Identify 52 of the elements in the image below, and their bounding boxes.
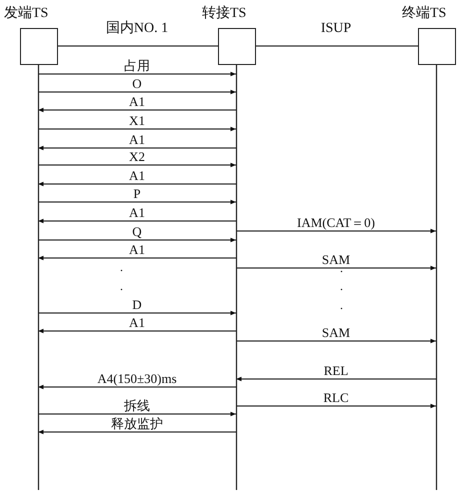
connection-line xyxy=(56,45,218,47)
edge-label: A4(150±30)ms xyxy=(95,372,179,386)
edge-label: 释放监护 xyxy=(109,417,165,431)
edge-label: IAM(CAT＝0) xyxy=(295,216,377,230)
edge-label: O xyxy=(130,77,144,91)
edge-label: Q xyxy=(130,225,144,239)
arrow xyxy=(38,384,236,390)
arrow xyxy=(38,310,236,316)
participant-label: 转接TS xyxy=(202,6,246,22)
arrow xyxy=(38,72,236,76)
participant-label: 发端TS xyxy=(4,6,48,22)
ellipsis-dot: . xyxy=(120,261,123,273)
edge-label: D xyxy=(130,298,144,312)
edge-label: RLC xyxy=(321,391,351,405)
edge-label: 占用 xyxy=(122,59,152,73)
participant-label: 终端TS xyxy=(402,6,446,22)
ellipsis-dot: . xyxy=(120,280,123,292)
ellipsis-dot: . xyxy=(340,262,343,274)
ellipsis-dot: . xyxy=(340,299,343,311)
ellipsis-dot: . xyxy=(340,280,343,292)
arrow xyxy=(38,90,236,94)
arrow xyxy=(236,338,436,344)
edge-label: A1 xyxy=(127,316,147,330)
edge-label: SAM xyxy=(320,326,352,340)
arrow xyxy=(236,266,436,270)
arrow xyxy=(38,126,236,132)
edge-label: A1 xyxy=(127,95,147,109)
arrow xyxy=(236,404,436,408)
arrow xyxy=(38,430,236,434)
edge-label: X1 xyxy=(127,114,147,128)
arrow xyxy=(236,376,436,382)
arrow xyxy=(38,412,236,416)
arrow xyxy=(38,108,236,112)
arrow xyxy=(236,228,436,234)
edge-label: A1 xyxy=(127,206,147,220)
arrow xyxy=(38,200,236,204)
edge-label: REL xyxy=(322,364,350,378)
arrow xyxy=(38,146,236,150)
connection-line xyxy=(254,45,418,47)
arrow xyxy=(38,218,236,224)
arrow xyxy=(38,162,236,168)
arrow xyxy=(38,182,236,186)
edge-label: A1 xyxy=(127,133,147,147)
edge-label: 拆线 xyxy=(122,399,152,413)
edge-label: SAM xyxy=(320,253,352,267)
arrow xyxy=(38,328,236,334)
edge-label: A1 xyxy=(127,243,147,257)
arrow xyxy=(38,238,236,242)
arrow xyxy=(38,256,236,260)
edge-label: P xyxy=(131,187,143,201)
edge-label: A1 xyxy=(127,169,147,183)
edge-label: X2 xyxy=(127,150,147,164)
